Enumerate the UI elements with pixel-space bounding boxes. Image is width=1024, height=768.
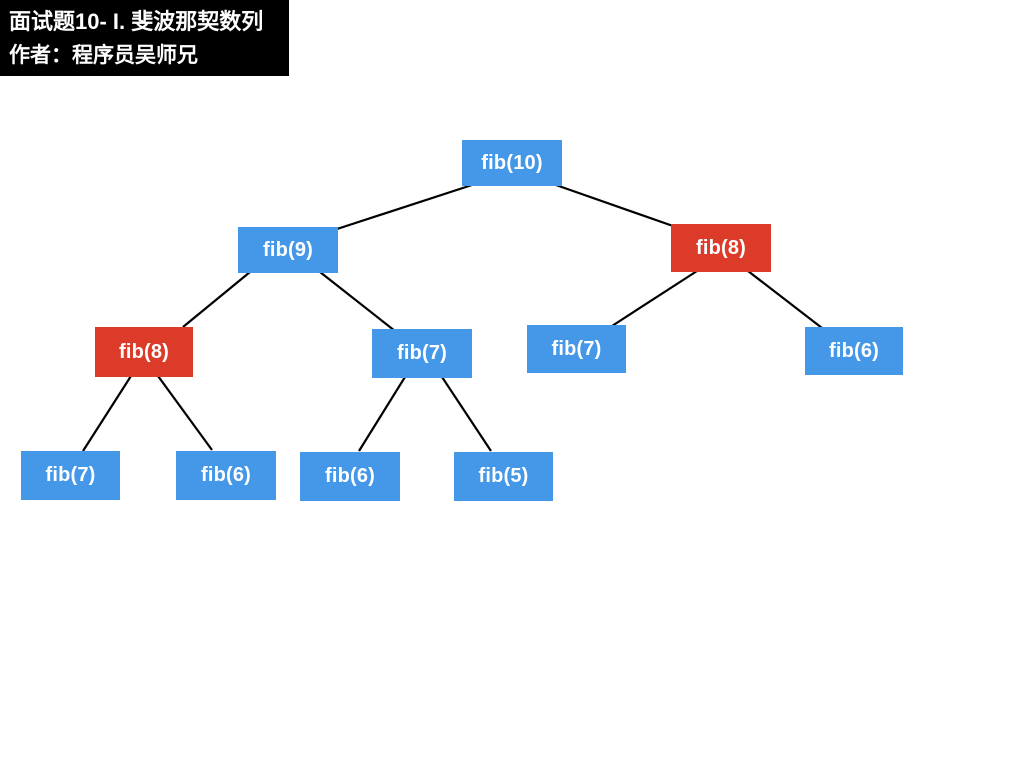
tree-node-fib8-left: fib(8) — [95, 327, 193, 377]
title-banner: 面试题10- I. 斐波那契数列 作者：程序员吴师兄 — [0, 0, 289, 76]
tree-node-label: fib(6) — [828, 339, 880, 362]
page-title: 面试题10- I. 斐波那契数列 — [9, 9, 264, 34]
tree-node-label: fib(7) — [45, 464, 96, 486]
tree-node-fib7-bottom: fib(7) — [21, 451, 120, 500]
tree-node-fib6-bottom-2: fib(6) — [300, 452, 400, 501]
tree-edge-fib7-mid-to-fib6-bottom-2 — [358, 376, 406, 452]
tree-node-fib7-mid: fib(7) — [372, 329, 472, 378]
tree-edge-fib7-mid-to-fib5-bottom — [441, 376, 492, 452]
page-author: 作者：程序员吴师兄 — [9, 44, 198, 67]
tree-node-label: fib(8) — [118, 340, 170, 363]
tree-edge-fib8-right-to-fib7-right — [611, 270, 698, 327]
tree-node-fib8-right: fib(8) — [671, 224, 771, 272]
tree-node-label: fib(6) — [200, 464, 252, 486]
tree-edge-fib9-to-fib7-mid — [319, 271, 396, 332]
tree-node-label: fib(7) — [551, 337, 602, 360]
tree-edge-fib10-to-fib9 — [336, 183, 473, 231]
tree-node-fib5-bottom: fib(5) — [454, 452, 553, 501]
tree-node-label: fib(7) — [396, 342, 448, 364]
tree-node-label: fib(9) — [262, 238, 314, 261]
tree-edge-fib8-left-to-fib7-bottom — [82, 375, 132, 452]
tree-node-fib10: fib(10) — [462, 140, 562, 186]
tree-edge-fib10-to-fib8-right — [555, 183, 674, 228]
tree-node-fib9: fib(9) — [238, 227, 338, 273]
tree-edge-fib9-to-fib8-left — [182, 271, 251, 328]
tree-node-fib6-bottom-1: fib(6) — [176, 451, 276, 500]
tree-node-fib6-right: fib(6) — [805, 327, 903, 375]
tree-edge-fib8-left-to-fib6-bottom-1 — [157, 375, 213, 451]
tree-node-label: fib(10) — [481, 151, 543, 174]
tree-node-label: fib(8) — [695, 236, 747, 259]
tree-node-fib7-right: fib(7) — [527, 325, 626, 373]
tree-node-label: fib(6) — [324, 465, 376, 487]
tree-edge-fib8-right-to-fib6-right — [747, 270, 823, 329]
tree-node-label: fib(5) — [478, 465, 529, 487]
